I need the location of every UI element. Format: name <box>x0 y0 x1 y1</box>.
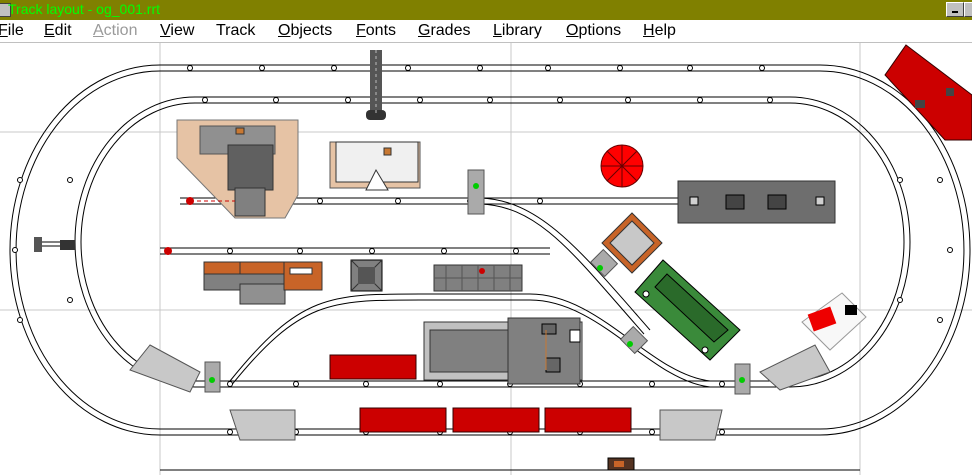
red-engine-house[interactable] <box>884 44 972 141</box>
machine-shop[interactable] <box>203 261 323 305</box>
red-white-house[interactable] <box>801 292 867 351</box>
gray-shed[interactable] <box>350 259 383 292</box>
window-title: Track layout - og_001.rrt <box>8 1 160 17</box>
outer-loop-track[interactable] <box>9 64 971 436</box>
track-joiners <box>12 65 953 435</box>
signal-yard-top[interactable] <box>467 169 485 215</box>
menu-library[interactable]: Library <box>493 22 542 39</box>
crossover-track[interactable] <box>229 293 711 388</box>
small-engine[interactable] <box>607 457 635 471</box>
red-freight-cars[interactable] <box>329 354 632 433</box>
menu-grades[interactable]: Grades <box>418 22 471 39</box>
menu-bar: File Edit Action View Track Objects Font… <box>0 20 972 43</box>
signal-diagonal-1[interactable] <box>589 248 619 278</box>
green-board[interactable] <box>634 259 741 361</box>
station-platform-canopy[interactable] <box>677 180 836 224</box>
menu-track[interactable]: Track <box>216 22 256 39</box>
menu-help[interactable]: Help <box>643 22 676 39</box>
title-bar[interactable]: Track layout - og_001.rrt <box>0 0 972 20</box>
layout-canvas[interactable] <box>0 43 972 475</box>
signal-left[interactable] <box>204 361 221 393</box>
menu-action: Action <box>93 22 138 39</box>
grid <box>0 43 972 475</box>
diamond-house[interactable] <box>601 212 663 274</box>
menu-fonts[interactable]: Fonts <box>356 22 397 39</box>
freight-depot[interactable] <box>176 119 299 219</box>
left-bumper[interactable] <box>34 237 75 252</box>
menu-file[interactable]: File <box>0 22 24 39</box>
minimize-button[interactable] <box>946 2 964 17</box>
signal-diagonal-2[interactable] <box>619 325 649 355</box>
siding-car[interactable] <box>164 197 235 255</box>
central-station-building[interactable] <box>423 317 583 385</box>
menu-edit[interactable]: Edit <box>44 22 72 39</box>
system-menu-icon[interactable] <box>0 3 11 17</box>
water-tower[interactable] <box>600 144 644 188</box>
menu-view[interactable]: View <box>160 22 195 39</box>
menu-objects[interactable]: Objects <box>278 22 333 39</box>
signal-right[interactable] <box>734 363 751 395</box>
passenger-station[interactable] <box>329 141 421 191</box>
turnout-platforms[interactable] <box>129 344 831 441</box>
signal-bridge-top[interactable] <box>366 50 386 120</box>
maximize-button[interactable] <box>964 2 972 17</box>
warehouse-row[interactable] <box>433 264 523 292</box>
menu-options[interactable]: Options <box>566 22 622 39</box>
